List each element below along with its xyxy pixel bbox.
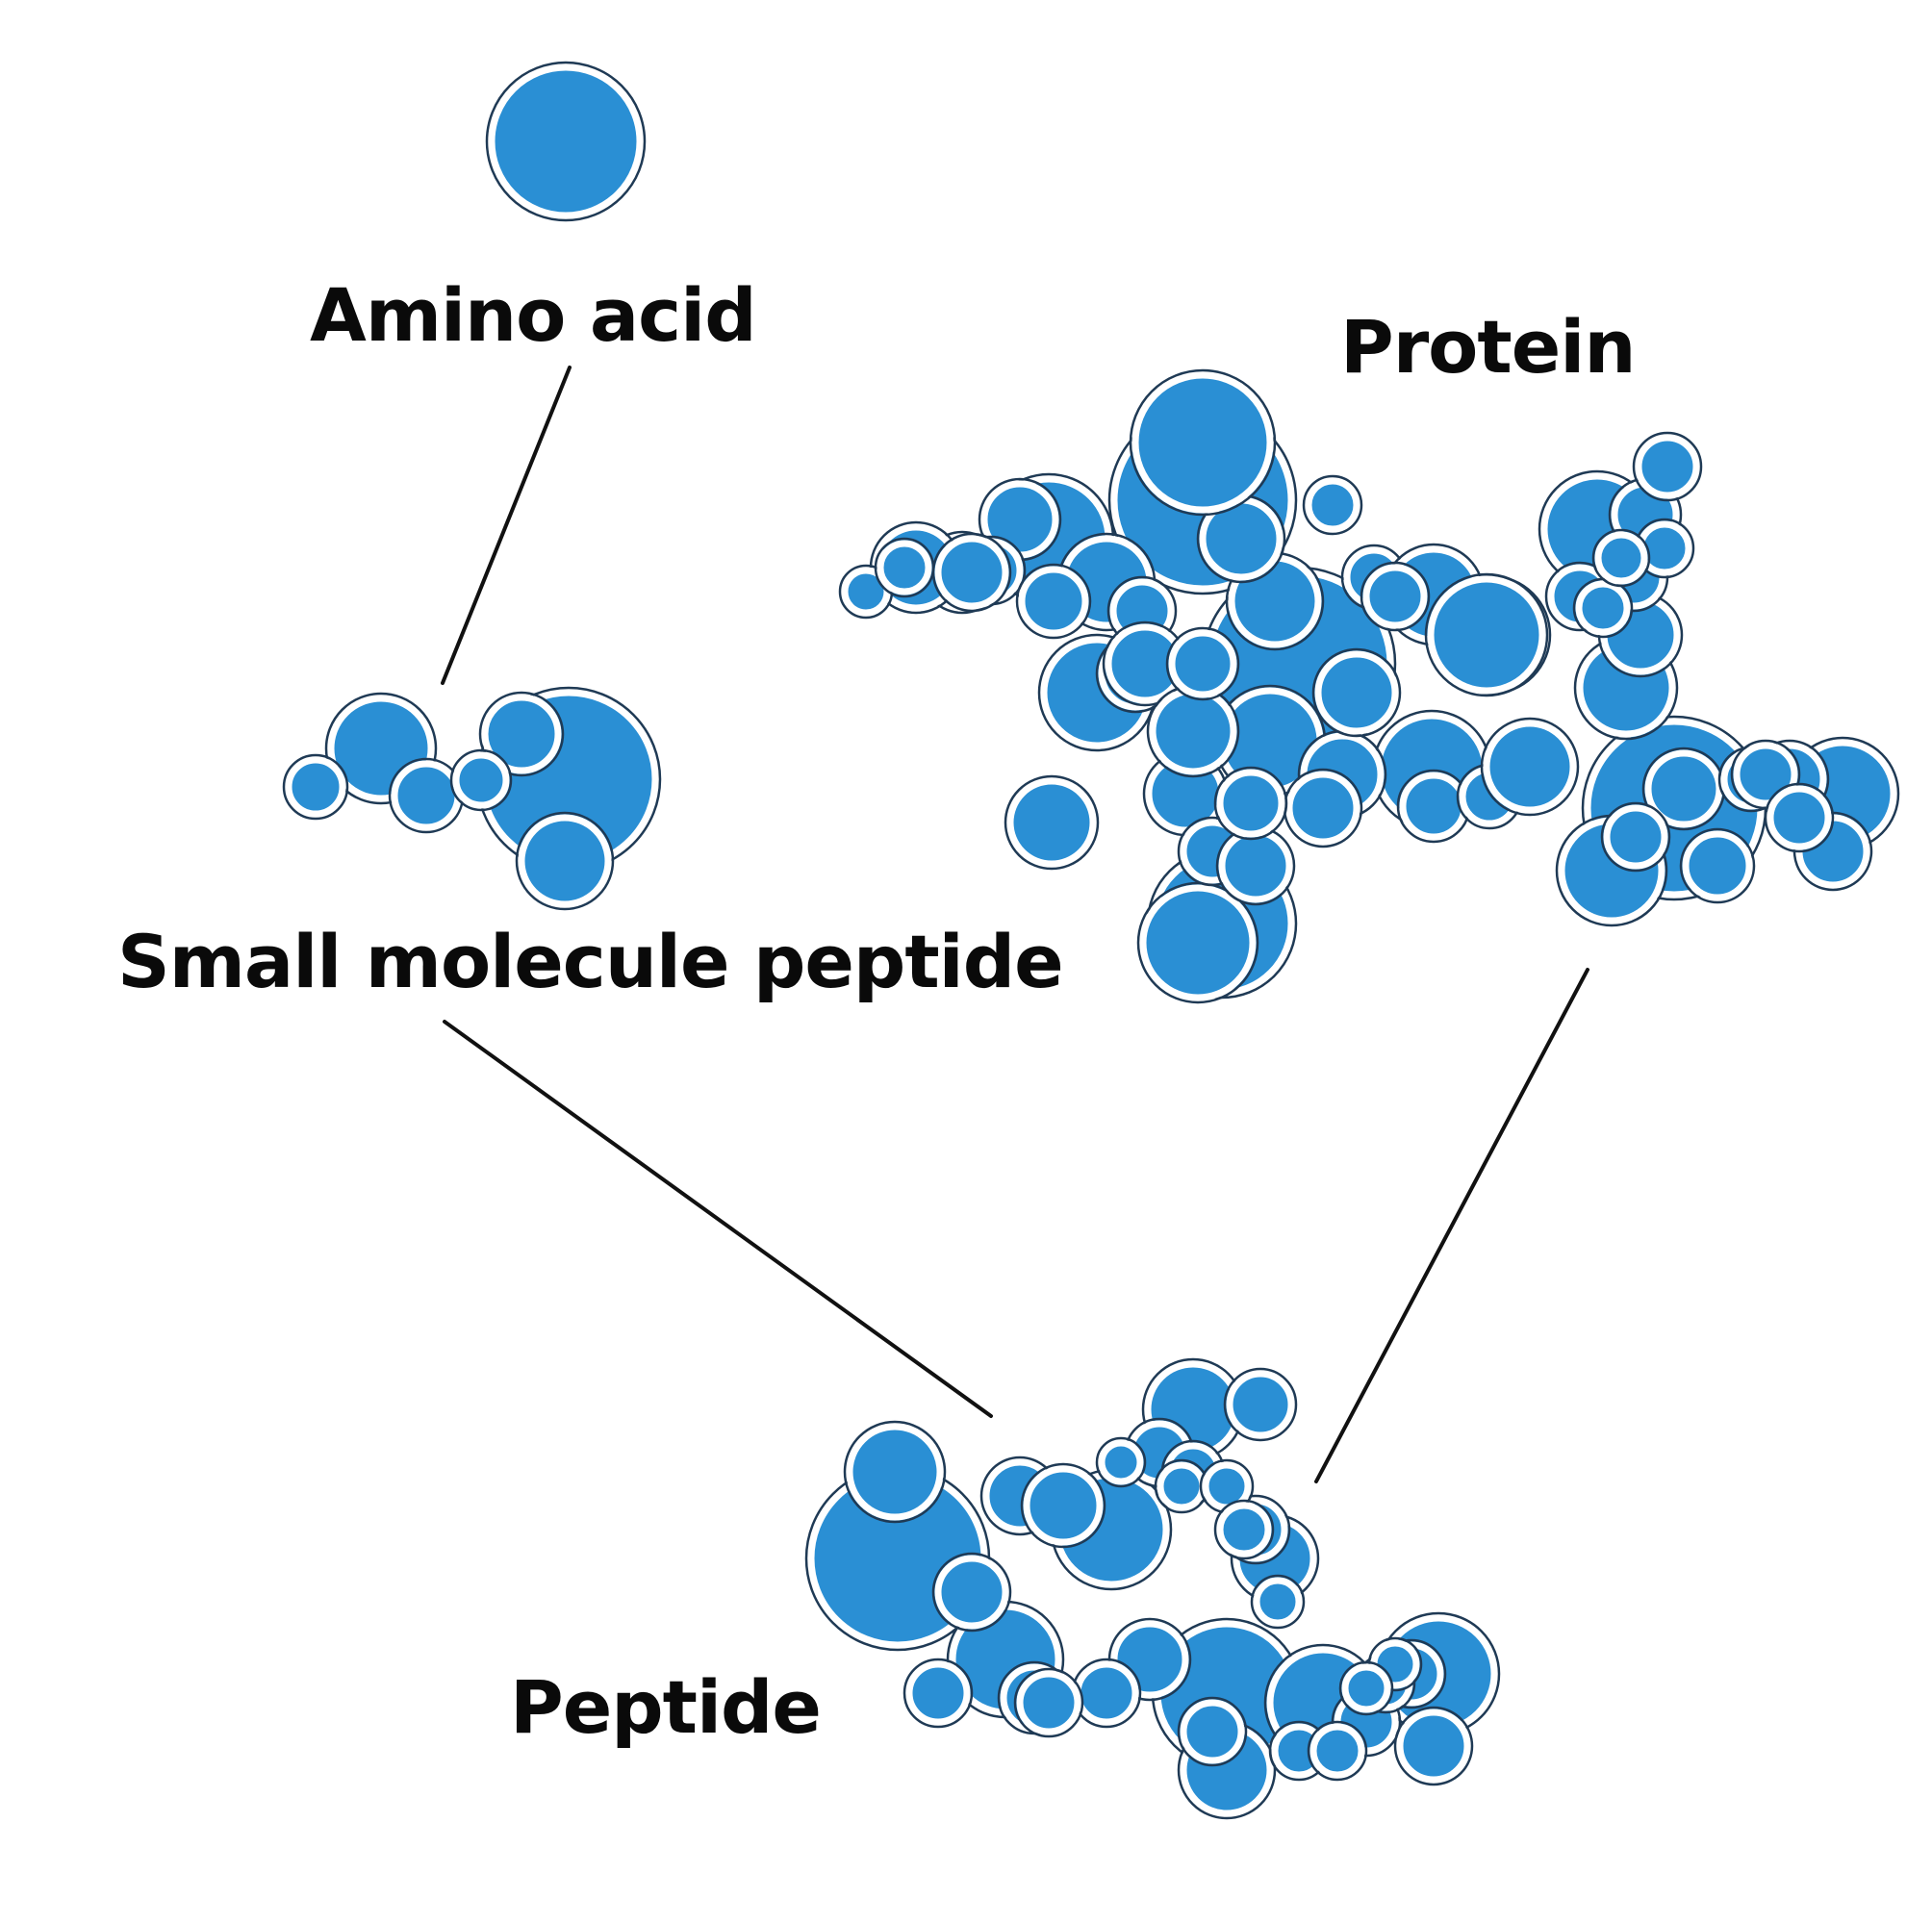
bead xyxy=(905,1660,971,1726)
connector-lines xyxy=(441,366,1589,1483)
connector-protein-to-peptide xyxy=(1314,968,1589,1483)
bead-outline xyxy=(1338,1660,1394,1716)
bead-outline xyxy=(515,811,615,911)
label-amino-acid: Amino acid xyxy=(310,272,757,358)
bead xyxy=(1305,477,1360,533)
bead-outline xyxy=(1165,626,1240,701)
bead-outline xyxy=(1311,647,1402,738)
bead-outline xyxy=(931,1552,1012,1633)
bead-outline xyxy=(1632,431,1703,502)
bead xyxy=(1253,1577,1303,1627)
bead-outline xyxy=(1307,1720,1368,1782)
bead-outline xyxy=(1020,1462,1106,1549)
peptide-cluster xyxy=(804,1357,1501,1820)
bead xyxy=(1016,1670,1081,1735)
bead-outline xyxy=(1424,572,1549,697)
bead xyxy=(1483,720,1577,814)
bead-outline xyxy=(1250,1574,1306,1630)
bead xyxy=(1139,884,1257,1001)
bead xyxy=(1644,749,1723,828)
bead xyxy=(1396,1709,1471,1784)
small-molecule-peptide-cluster xyxy=(282,686,662,911)
bead xyxy=(1098,1439,1144,1485)
connector-amino-to-small-peptide xyxy=(441,366,572,685)
bead xyxy=(934,1555,1009,1630)
bead-outline xyxy=(1360,561,1431,632)
label-peptide: Peptide xyxy=(510,1664,822,1750)
bead xyxy=(1635,434,1700,499)
bead xyxy=(1018,566,1089,637)
bead-outline xyxy=(843,1420,947,1524)
bead-outline xyxy=(324,692,438,805)
bead-outline xyxy=(1177,1696,1248,1767)
bead-outline xyxy=(1480,717,1580,817)
amino-acid-bead xyxy=(485,61,647,222)
bead xyxy=(934,535,1009,610)
bead xyxy=(1157,1461,1207,1511)
bead xyxy=(1218,828,1293,903)
bead-outline xyxy=(1600,801,1671,873)
bead xyxy=(391,760,462,831)
bead xyxy=(1594,531,1648,585)
bead xyxy=(1168,629,1237,698)
bead xyxy=(1314,650,1399,735)
bead xyxy=(488,63,644,219)
bead-outline xyxy=(449,748,513,812)
bead-outline xyxy=(478,691,565,777)
bead xyxy=(285,756,346,818)
bead xyxy=(1767,785,1832,850)
bead xyxy=(1074,1660,1139,1726)
bead xyxy=(518,814,612,908)
bead-outline xyxy=(1591,528,1651,588)
bead xyxy=(1575,580,1631,636)
bead-outline xyxy=(1013,1667,1084,1738)
bead xyxy=(1603,804,1668,870)
bead-outline xyxy=(282,753,349,821)
bead xyxy=(1309,1723,1365,1779)
label-protein: Protein xyxy=(1340,304,1636,390)
protein-cluster xyxy=(838,368,1900,1004)
bead xyxy=(1131,371,1274,514)
bead-outline xyxy=(1764,782,1835,853)
bead xyxy=(1149,687,1237,775)
bead xyxy=(1427,575,1546,695)
bead-outline xyxy=(1213,1499,1275,1560)
label-small-molecule-peptide: Small molecule peptide xyxy=(117,919,1064,1004)
bead-outline xyxy=(1302,474,1363,536)
bead xyxy=(1216,1502,1272,1557)
bead xyxy=(1362,564,1428,629)
bead-outline xyxy=(1679,827,1756,904)
bead xyxy=(1682,830,1753,901)
bead-outline xyxy=(1213,766,1288,841)
bead-outline xyxy=(1004,774,1100,871)
bead-outline xyxy=(931,532,1012,613)
bead-outline xyxy=(1015,563,1092,640)
bead xyxy=(1399,772,1468,841)
bead xyxy=(1023,1465,1104,1546)
bead-outline xyxy=(1095,1436,1147,1488)
bead xyxy=(846,1423,944,1521)
bead xyxy=(1006,777,1097,868)
bead-outline xyxy=(1223,1367,1298,1442)
bead xyxy=(1226,1370,1295,1439)
bead xyxy=(877,540,932,595)
bead-outline xyxy=(1730,739,1801,810)
bead-outline xyxy=(1129,368,1277,517)
connector-small-peptide-to-peptide xyxy=(443,1020,993,1418)
bead-outline xyxy=(902,1658,974,1729)
bead xyxy=(1285,771,1360,846)
bead xyxy=(1180,1699,1245,1764)
bead-outline xyxy=(1393,1706,1474,1786)
bead xyxy=(1216,769,1285,838)
bead-outline xyxy=(485,61,647,222)
bead xyxy=(1341,1663,1391,1713)
bead xyxy=(452,751,510,809)
bead xyxy=(481,694,562,774)
